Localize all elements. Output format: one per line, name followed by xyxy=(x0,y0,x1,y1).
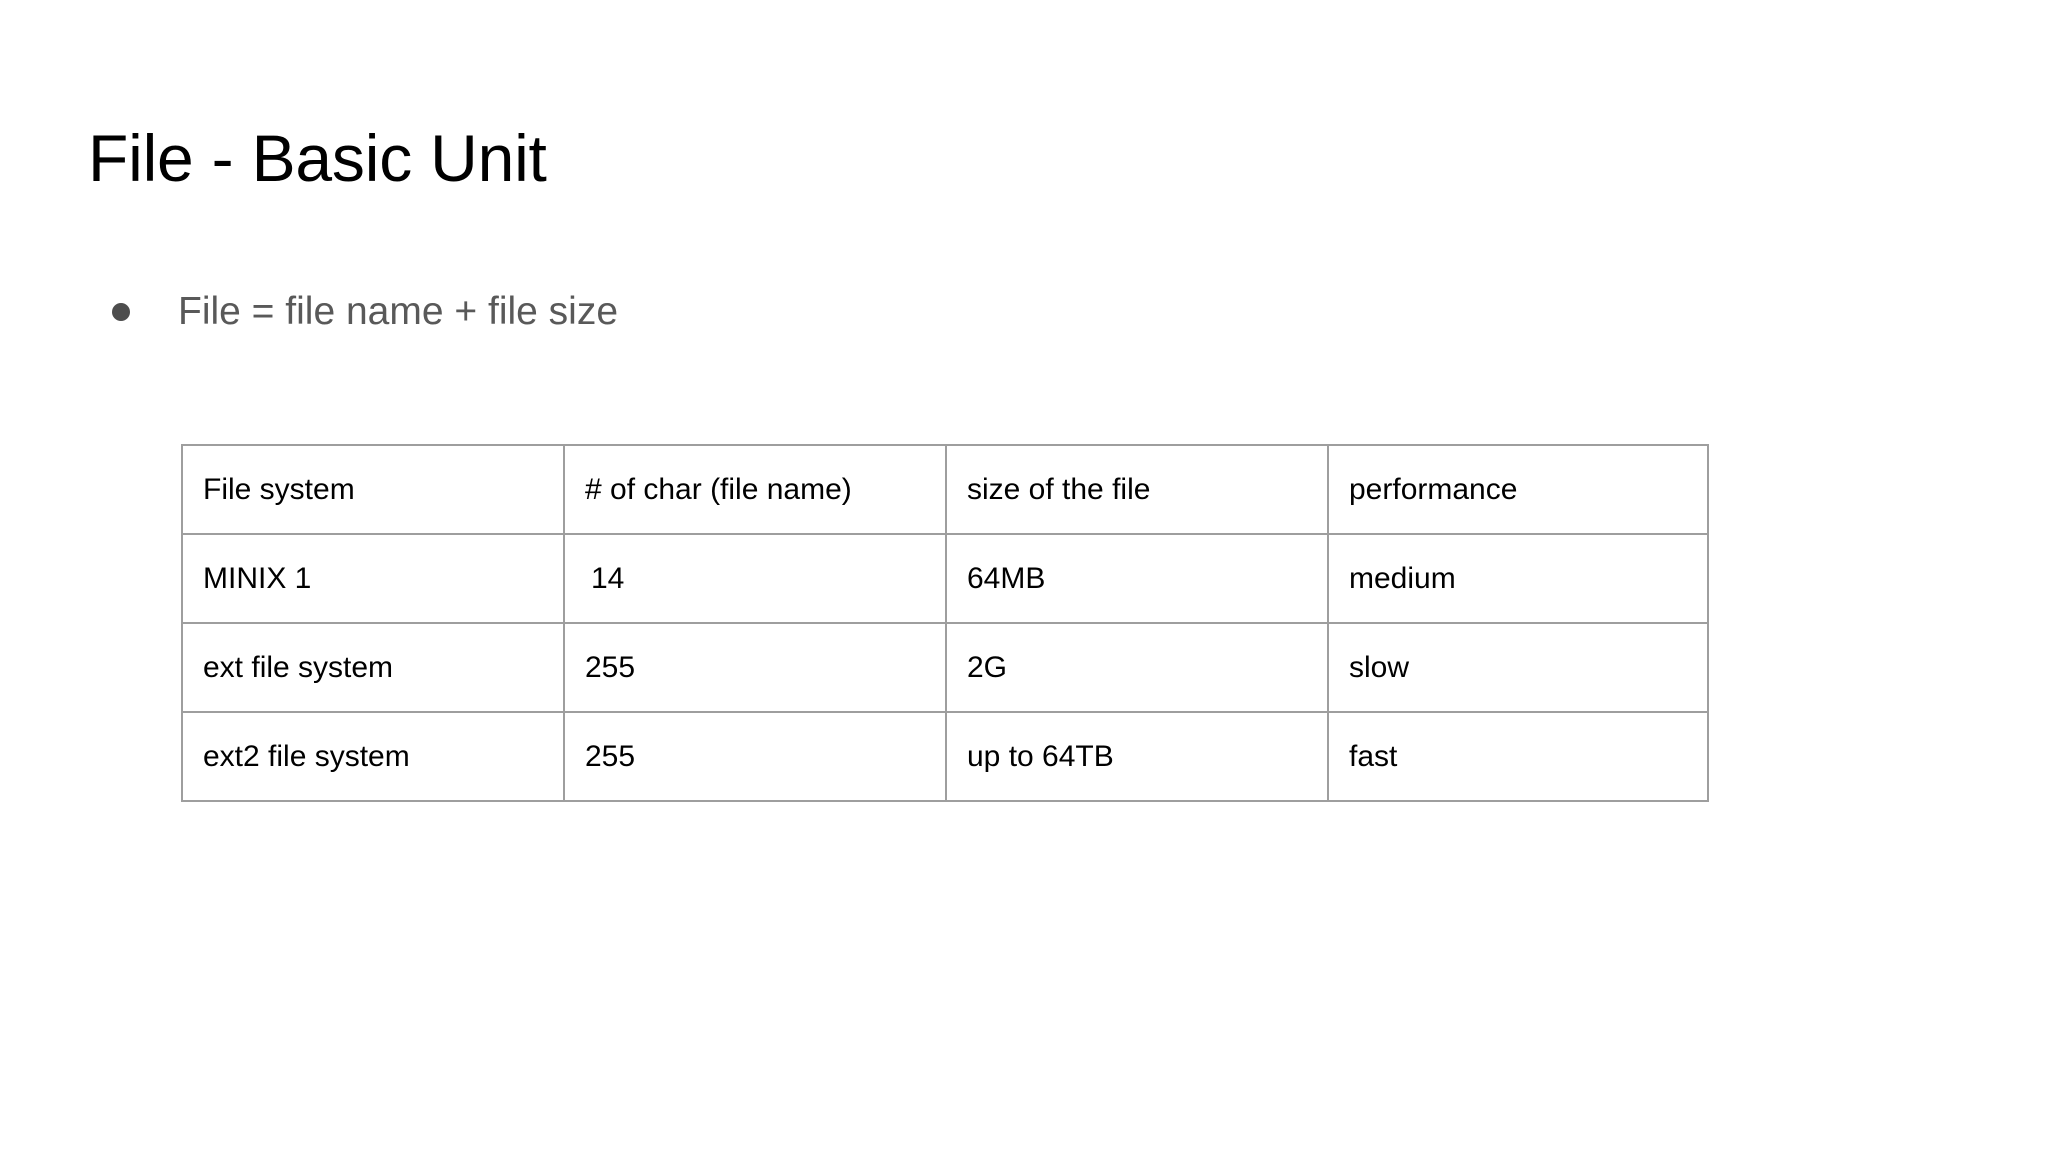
file-system-comparison-table: File system # of char (file name) size o… xyxy=(181,444,1709,802)
cell-file-size: up to 64TB xyxy=(945,711,1329,802)
cell-file-size: 2G xyxy=(945,622,1329,713)
cell-performance: fast xyxy=(1327,711,1709,802)
cell-num-chars: 14 xyxy=(563,533,947,624)
column-header-performance: performance xyxy=(1327,444,1709,535)
column-header-file-size: size of the file xyxy=(945,444,1329,535)
cell-num-chars: 255 xyxy=(563,622,947,713)
cell-file-size: 64MB xyxy=(945,533,1329,624)
bullet-item-label: File = file name + file size xyxy=(178,290,619,333)
column-header-file-system: File system xyxy=(181,444,565,535)
cell-file-system: ext file system xyxy=(181,622,565,713)
bullet-list: File = file name + file size xyxy=(112,285,1812,349)
table-row: MINIX 1 14 64MB medium xyxy=(181,533,1709,624)
cell-num-chars: 255 xyxy=(563,711,947,802)
table-row: ext file system 255 2G slow xyxy=(181,622,1709,713)
list-item: File = file name + file size xyxy=(112,285,1812,339)
page-title: File - Basic Unit xyxy=(88,121,547,195)
column-header-num-chars: # of char (file name) xyxy=(563,444,947,535)
cell-performance: medium xyxy=(1327,533,1709,624)
table-row: ext2 file system 255 up to 64TB fast xyxy=(181,711,1709,802)
cell-file-system: MINIX 1 xyxy=(181,533,565,624)
bullet-dot-icon xyxy=(112,303,130,321)
cell-performance: slow xyxy=(1327,622,1709,713)
table-header-row: File system # of char (file name) size o… xyxy=(181,444,1709,535)
cell-file-system: ext2 file system xyxy=(181,711,565,802)
